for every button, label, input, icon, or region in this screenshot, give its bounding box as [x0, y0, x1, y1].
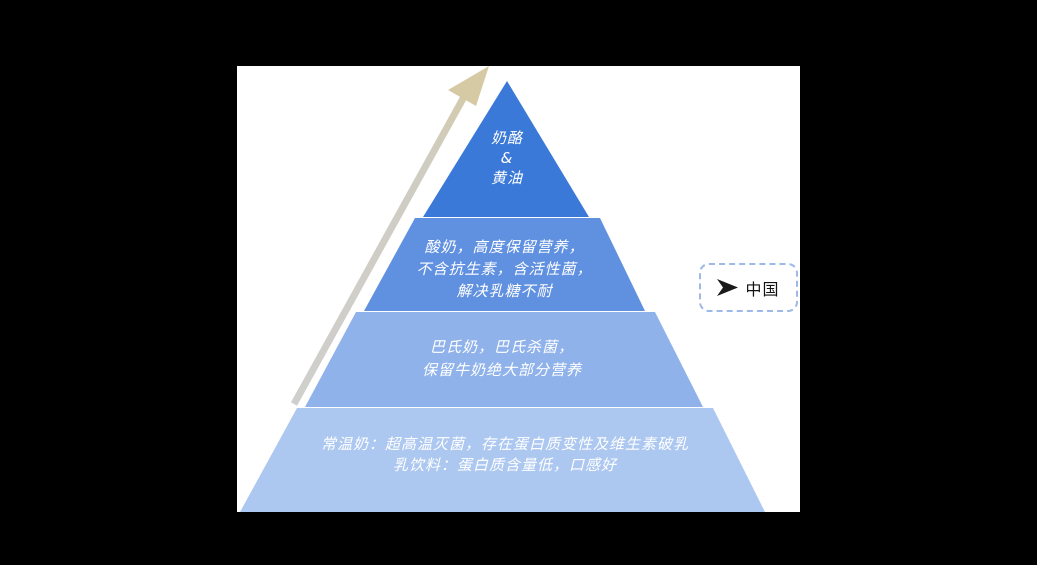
china-callout-label: 中国 — [745, 279, 780, 299]
content-panel: 奶酪 & 黄油 酸奶，高度保留营养， 不含抗生素，含活性菌， 解决乳糖不耐 巴氏… — [237, 66, 800, 512]
pyramid-tier-3 — [305, 312, 703, 407]
pyramid-tier-4 — [240, 408, 765, 512]
pyramid-tier-1 — [423, 81, 589, 217]
trend-arrow-head — [448, 66, 489, 106]
pyramid-tier-2 — [364, 218, 645, 311]
trend-arrow-shaft — [290, 93, 469, 406]
pyramid-graphic — [240, 66, 765, 512]
china-callout: 中国 — [699, 263, 798, 312]
right-arrowhead-icon — [717, 279, 739, 296]
